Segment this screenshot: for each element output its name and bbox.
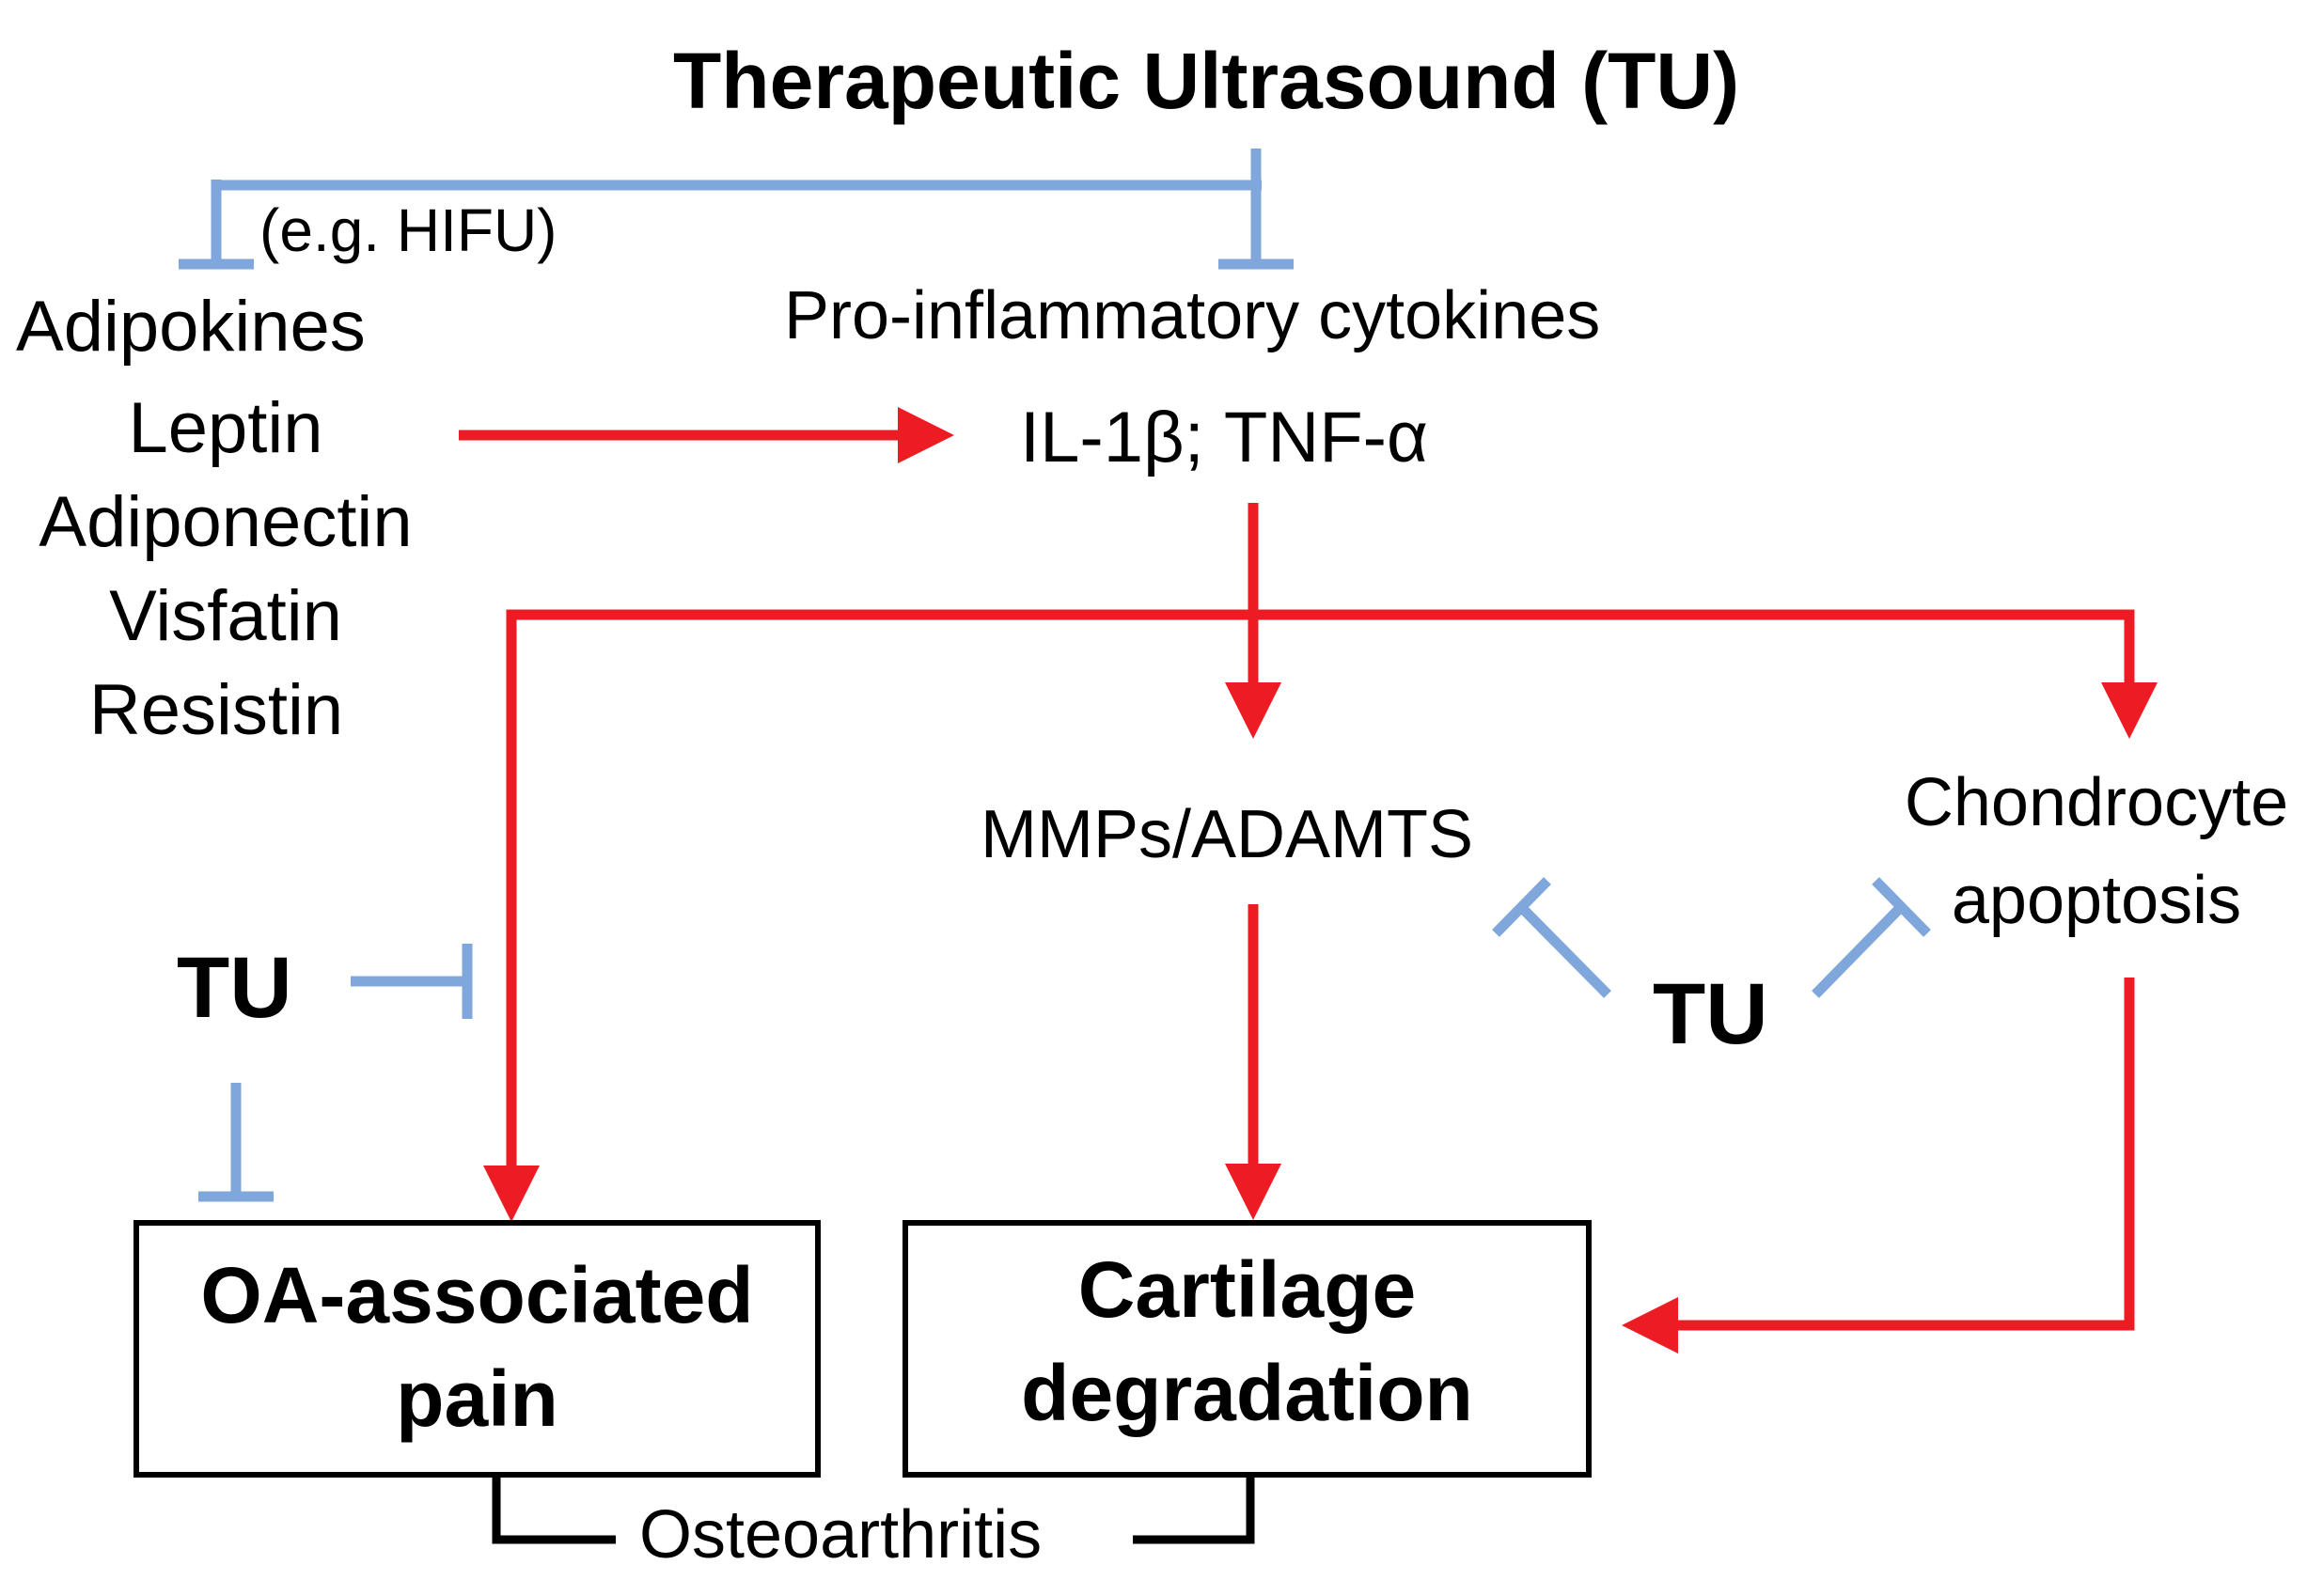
chondrocyte-line2: apoptosis <box>1951 863 2242 938</box>
chondrocyte-line1: Chondrocyte <box>1904 765 2289 840</box>
tu-inhibition-right <box>1492 877 1931 998</box>
adipokine-adiponectin: Adiponectin <box>39 482 413 562</box>
pain-box-line1: OA-associated <box>200 1251 754 1339</box>
adipokines-heading: Adipokines <box>16 287 366 367</box>
tu-label-left: TU <box>177 940 292 1036</box>
arrow-chondrocyte-to-cartilage <box>1673 978 2135 1331</box>
adipokine-resistin: Resistin <box>88 670 344 750</box>
pain-box-frame <box>133 1220 821 1478</box>
pain-box-line2: pain <box>396 1354 558 1443</box>
adipokine-visfatin: Visfatin <box>109 576 342 656</box>
osteoarthritis-label: Osteoarthritis <box>639 1497 1043 1573</box>
arrowhead-cartilage-right <box>1622 1297 1678 1353</box>
diagram-title: Therapeutic Ultrasound (TU) <box>673 37 1740 125</box>
mmps-label: MMPs/ADAMTS <box>981 797 1474 872</box>
adipokine-leptin: Leptin <box>128 388 323 468</box>
tu-inhibition-left <box>198 944 473 1202</box>
hifu-note: (e.g. HIFU) <box>259 196 557 264</box>
cartilage-box-line2: degradation <box>1021 1349 1473 1437</box>
cytokines-heading: Pro-inflammatory cytokines <box>784 278 1601 353</box>
arrow-branch <box>506 609 2135 1180</box>
arrowhead-cartilage-top <box>1225 1164 1281 1220</box>
activation-arrows <box>459 407 2158 1353</box>
osteoarthritis-bracket <box>492 1475 1255 1544</box>
tu-inhibition-top <box>179 149 1294 270</box>
cytokines-items: IL-1β; TNF-α <box>1020 398 1428 477</box>
arrowhead-cytokines <box>898 407 954 463</box>
arrowhead-chondrocyte <box>2101 682 2158 739</box>
arrowhead-mmps <box>1225 682 1281 739</box>
tu-label-right: TU <box>1653 966 1768 1062</box>
arrowhead-pain <box>483 1166 540 1222</box>
cartilage-box-line1: Cartilage <box>1077 1245 1417 1334</box>
